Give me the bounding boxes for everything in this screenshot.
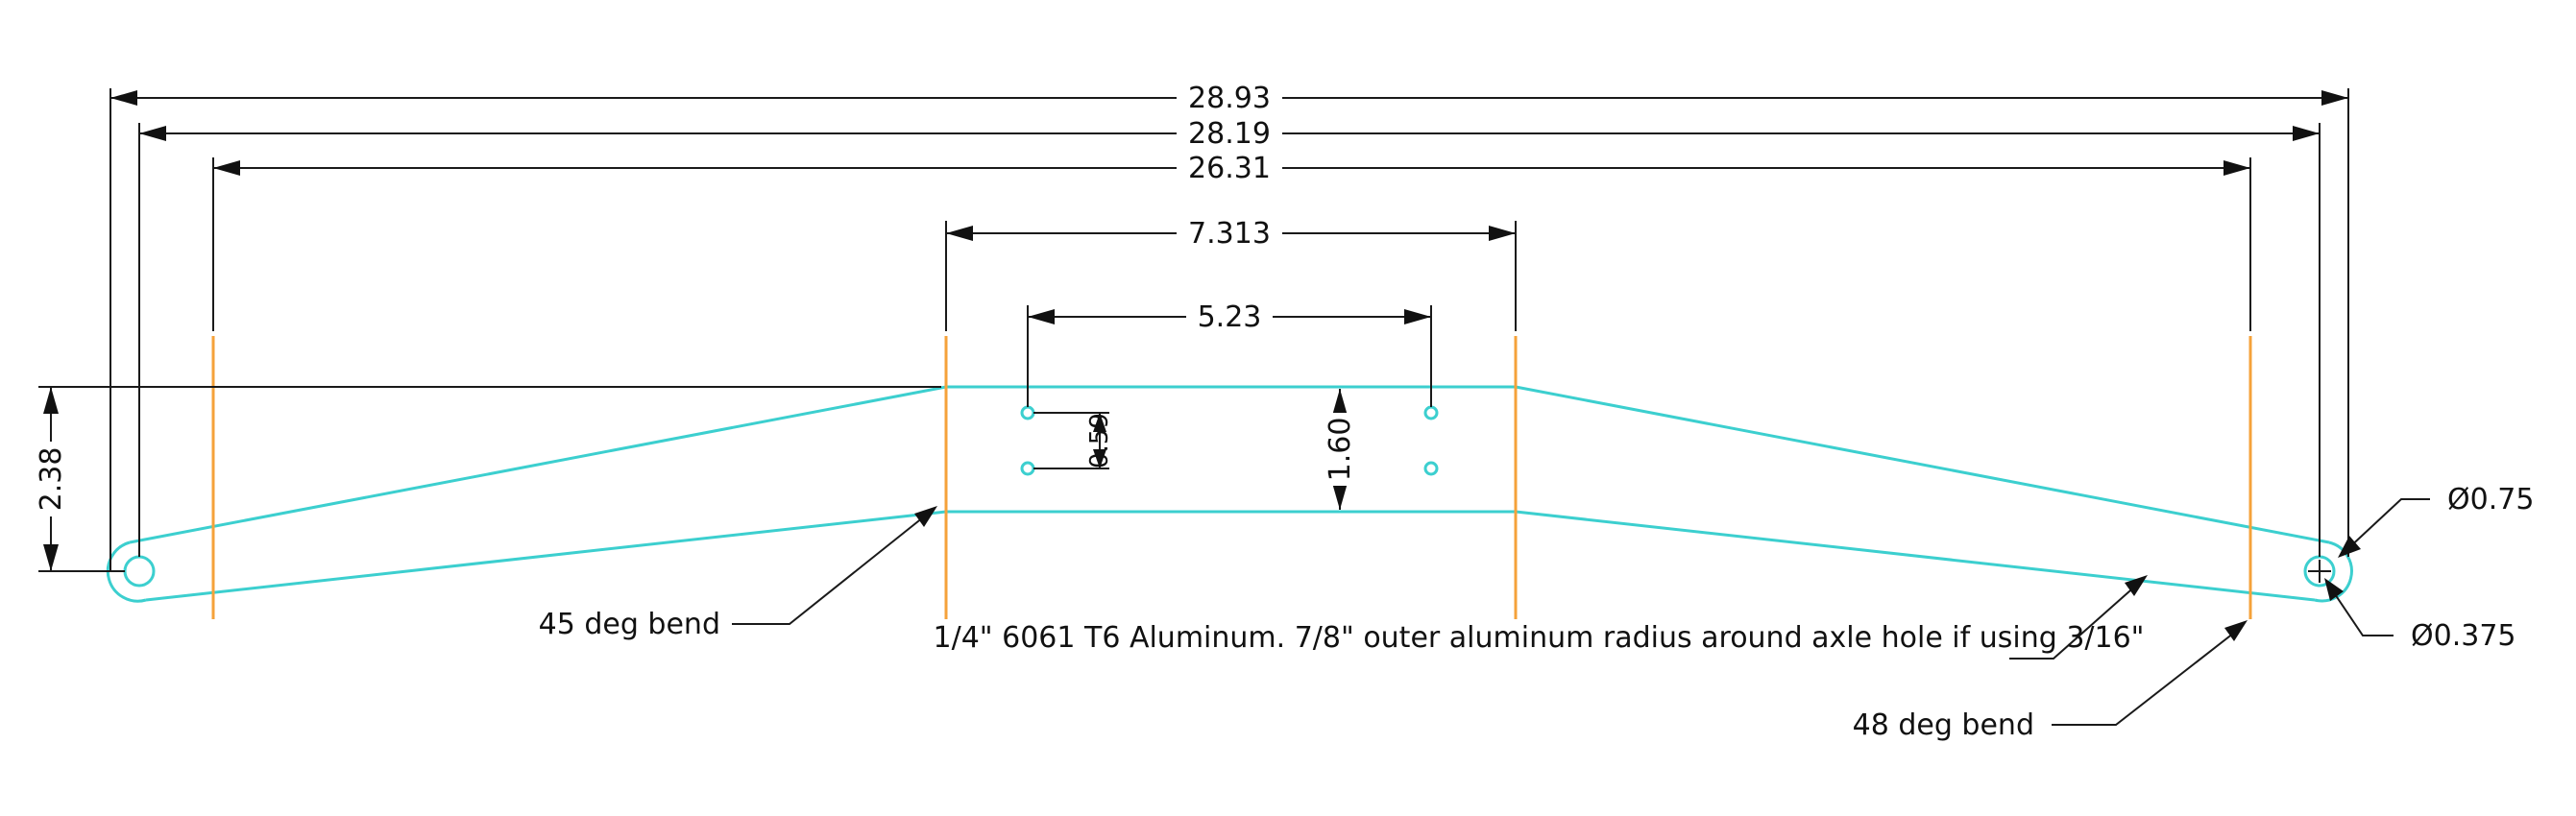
mount-hole-top-right: [1423, 405, 1439, 420]
left-arm-bottom-edge: [145, 510, 947, 602]
dim-label-hole-to-hole: 28.19: [1188, 117, 1271, 151]
dim-label-bend-to-bend: 26.31: [1188, 152, 1271, 185]
dim-mount-holes-spacing: 5.23: [1028, 300, 1431, 334]
callout-outer-diameter: Ø0.75: [2338, 483, 2534, 558]
dim-hole-to-hole: 28.19: [139, 116, 2320, 151]
dim-label-small-hole-spacing: 0.59: [1085, 413, 1114, 468]
callout-hole-diameter: Ø0.375: [2324, 578, 2516, 653]
dim-label-center-height: 1.60: [1324, 418, 1357, 482]
dim-overall-outer: 28.93: [110, 81, 2348, 115]
right-arm-top-edge: [1515, 385, 2330, 544]
right-hole-center-mark: [2308, 560, 2331, 583]
left-arm-top-edge: [129, 385, 947, 544]
callout-material: 1/4" 6061 T6 Aluminum. 7/8" outer alumin…: [934, 575, 2148, 660]
extension-lines: [38, 88, 2349, 572]
callout-label-outer-diameter: Ø0.75: [2447, 483, 2534, 516]
dim-label-overall-outer: 28.93: [1188, 82, 1271, 115]
part-outline: [106, 385, 2353, 603]
mount-hole-top-left: [1020, 405, 1035, 420]
dim-small-hole-spacing: 0.59: [1085, 413, 1114, 468]
dim-drop-height: 2.38: [34, 387, 68, 571]
note-material: 1/4" 6061 T6 Aluminum. 7/8" outer alumin…: [934, 621, 2145, 655]
mount-hole-bottom-right: [1423, 461, 1439, 476]
callout-bend-right: 48 deg bend: [1853, 620, 2248, 742]
dim-center-section: 7.313: [946, 216, 1516, 251]
dim-center-height: 1.60: [1323, 389, 1357, 510]
note-bend-right: 48 deg bend: [1853, 708, 2034, 742]
right-arm-bottom-edge: [1515, 510, 2316, 602]
left-axle-hole: [123, 555, 156, 588]
callout-label-hole-diameter: Ø0.375: [2411, 619, 2516, 653]
callout-bend-left: 45 deg bend: [539, 506, 937, 641]
dim-label-drop-height: 2.38: [35, 447, 68, 512]
dim-label-center-section: 7.313: [1188, 217, 1271, 251]
mount-hole-bottom-left: [1020, 461, 1035, 476]
dim-bend-to-bend: 26.31: [213, 151, 2250, 185]
dim-label-mount-holes-spacing: 5.23: [1198, 300, 1262, 334]
note-bend-left: 45 deg bend: [539, 608, 720, 641]
bend-lines: [211, 336, 2252, 619]
left-arm-end-radius: [106, 540, 147, 603]
right-arm-end-radius: [2314, 540, 2353, 603]
